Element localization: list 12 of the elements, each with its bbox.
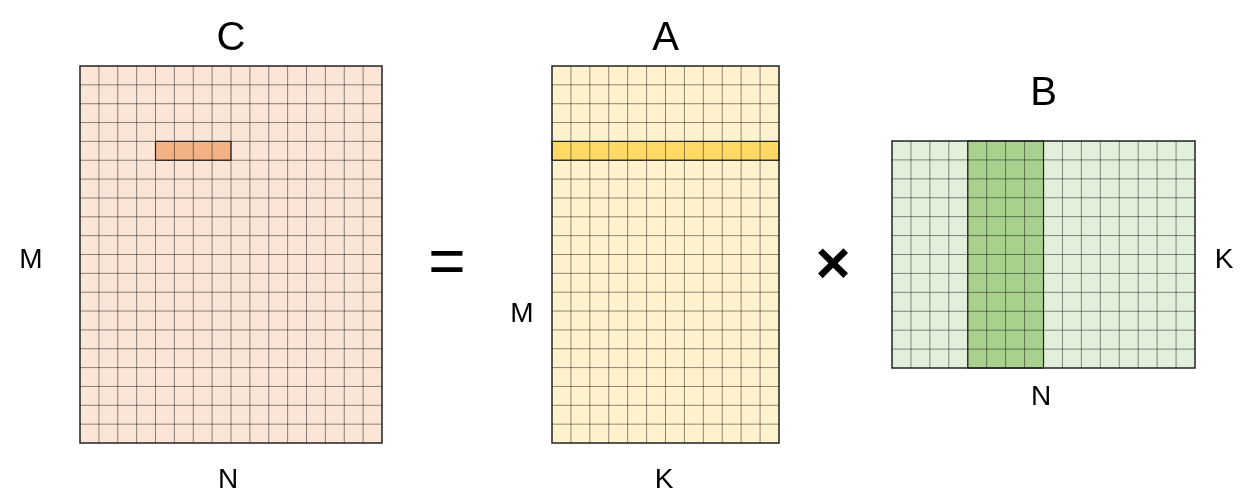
dimension-label: N bbox=[217, 463, 239, 495]
dimension-label: K bbox=[1214, 243, 1234, 275]
matrix-label: A bbox=[651, 14, 680, 58]
highlighted-column bbox=[967, 141, 1044, 368]
dimension-label: M bbox=[510, 297, 534, 329]
dimension-label: N bbox=[1030, 380, 1052, 412]
matrix-label: B bbox=[1029, 69, 1058, 113]
dimension-label: K bbox=[654, 463, 674, 495]
matrix-label: C bbox=[215, 14, 247, 58]
dimension-label: M bbox=[19, 243, 43, 275]
multiply-sign: × bbox=[815, 233, 851, 293]
equals-sign: = bbox=[428, 229, 466, 293]
